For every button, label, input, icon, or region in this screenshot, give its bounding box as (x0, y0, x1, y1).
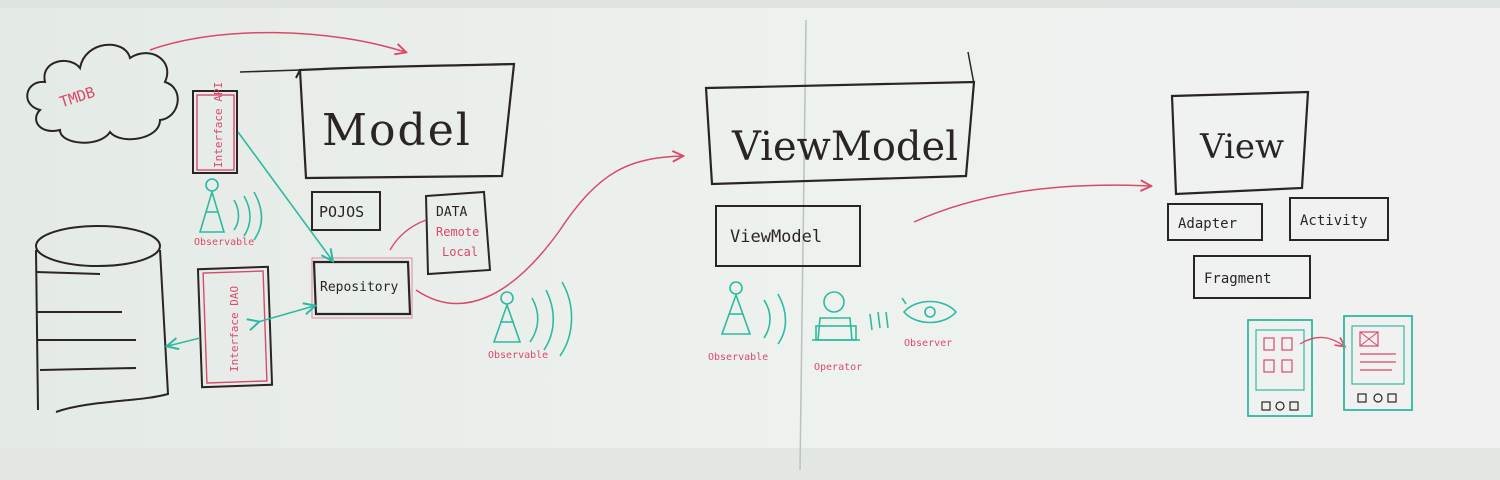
adapter-label: Adapter (1178, 216, 1237, 232)
board-seam (799, 19, 807, 471)
cloud-icon (26, 43, 179, 144)
phone-link-arrow (1299, 336, 1344, 346)
data-to-repository-line (389, 219, 427, 251)
operator-label: Operator (814, 362, 862, 373)
board-top-frame (0, 0, 1500, 8)
activity-box (1289, 197, 1389, 241)
repository-label: Repository (320, 280, 398, 295)
middle-antenna-icon (492, 281, 573, 357)
view-title: View (1199, 127, 1284, 167)
middle-observable-label: Observable (488, 350, 548, 361)
board-bottom-tray (0, 448, 1500, 480)
data-box-title: DATA (436, 205, 467, 220)
viewmodel-title: ViewModel (731, 124, 958, 170)
interface-api-label: Interface API (212, 82, 225, 168)
viewmodel-small-box (715, 205, 861, 267)
person-icon (812, 291, 889, 341)
dao-repository-line (258, 306, 314, 322)
repository-box (312, 260, 412, 316)
fragment-box (1193, 255, 1311, 299)
adapter-box (1167, 203, 1263, 241)
viewmodel-to-view-arrow (913, 185, 1150, 223)
dao-to-database-line (168, 338, 201, 346)
cloud-to-model-arrow (149, 31, 405, 52)
fragment-label: Fragment (1204, 271, 1271, 287)
model-to-viewmodel-arrow (415, 156, 682, 305)
eye-icon (901, 297, 958, 324)
vm-antenna-icon (720, 281, 787, 345)
interface-api-box (192, 90, 238, 174)
data-box (424, 190, 492, 276)
data-box-local: Local (442, 245, 478, 259)
model-title: Model (322, 105, 472, 156)
viewmodel-small-label: ViewModel (730, 227, 822, 247)
model-box (298, 62, 516, 180)
vm-observable-label: Observable (708, 352, 768, 363)
observer-label: Observer (904, 338, 952, 349)
model-observable-label: Observable (194, 237, 254, 248)
view-box (1170, 90, 1310, 196)
pojos-box (311, 191, 381, 231)
data-box-remote: Remote (436, 225, 479, 239)
phone-icon-detail (1343, 315, 1413, 411)
pojos-label: POJOS (319, 203, 364, 221)
interface-dao-label: Interface DAO (228, 286, 241, 372)
activity-label: Activity (1300, 213, 1367, 229)
api-to-repository-line (237, 131, 332, 260)
database-icon (35, 225, 170, 413)
phone-icon (1247, 319, 1313, 417)
antenna-icon (198, 178, 263, 241)
